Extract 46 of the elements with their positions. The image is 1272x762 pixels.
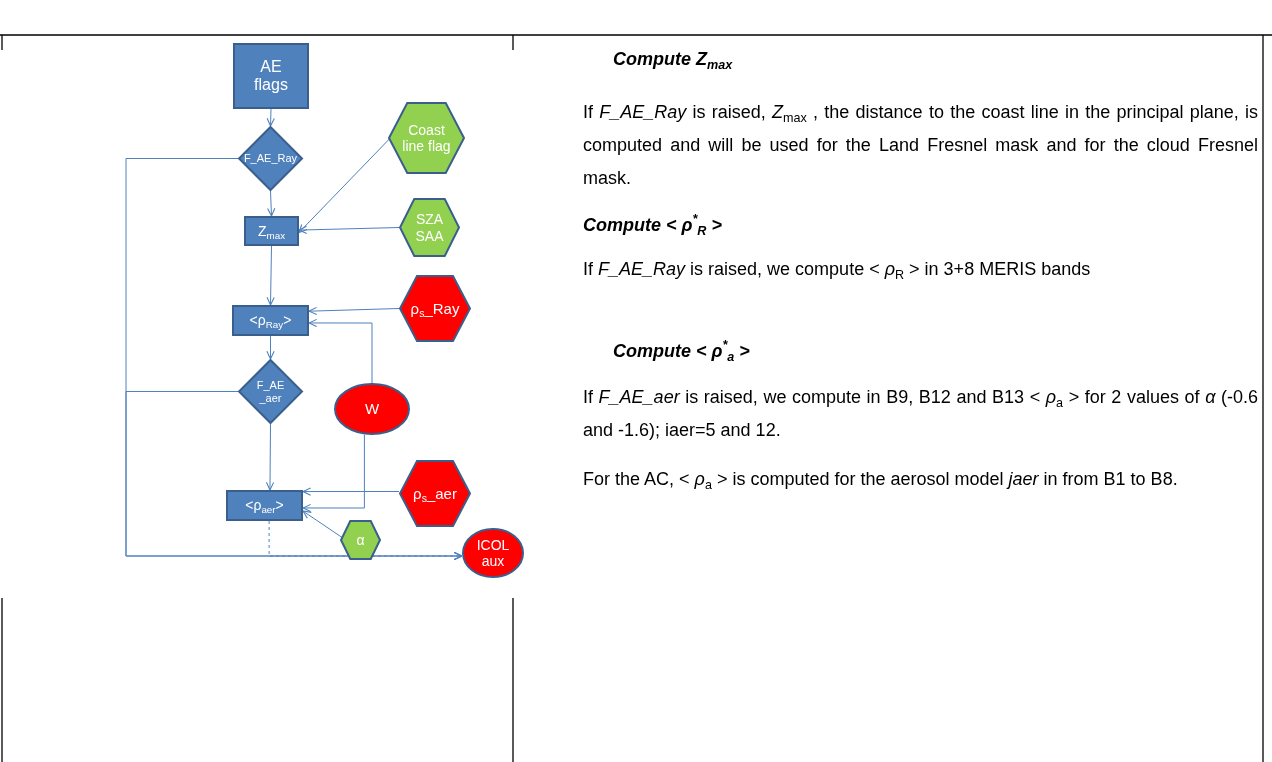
node-label: SZA SAA	[414, 211, 445, 244]
decision-diamond	[238, 359, 303, 424]
arrow	[302, 487, 400, 496]
node-label: ICOL aux	[475, 536, 511, 570]
input-hexagon	[399, 275, 471, 342]
arrow	[298, 137, 391, 234]
data-ellipse	[462, 528, 524, 578]
arrow	[265, 423, 275, 491]
section-heading: Compute < ρ$^{*}$$_{a}$ >	[613, 337, 751, 366]
arrow	[266, 245, 275, 306]
node-label: Z$_{max}$	[256, 222, 287, 240]
input-hexagon	[399, 198, 460, 257]
data-ellipse	[334, 383, 410, 435]
paragraph: If F_AE_aer is raised, we compute in B9, B12 and B13 < ρ$_{a}$ > for 2 values of α (-0.6 and -1.6); iaer=5 and 12.	[583, 386, 1258, 442]
node-label: AE flags	[253, 57, 289, 95]
arrow	[302, 510, 344, 539]
paragraph: For the AC, < ρ$_{a}$ > is computed for the aerosol model jaer in from B1 to B8.	[583, 468, 1179, 494]
node-label: F_AE _aer	[255, 378, 286, 405]
process-box	[226, 490, 303, 521]
node-label: ρ$_{s}$_aer	[412, 484, 458, 503]
input-hexagon	[388, 102, 465, 174]
arrow	[268, 520, 463, 561]
node-label: Coast line flag	[401, 121, 452, 155]
node-label: <ρ$_{Ray}$>	[248, 312, 293, 329]
paragraph: If F_AE_Ray is raised, Z$_{max}$ , the distance to the coast line in the principal plane, is computed and will be used for the Land Fresnel mask and for the cloud Fresnel mask.	[583, 101, 1258, 190]
arrow	[308, 306, 400, 316]
node-label: W	[363, 400, 381, 418]
process-box	[233, 43, 309, 109]
decision-diamond	[238, 126, 303, 191]
input-hexagon	[399, 460, 471, 527]
node-label: F_AE_Ray	[242, 152, 299, 165]
process-box	[232, 305, 309, 336]
arrow	[267, 190, 276, 217]
arrow	[298, 225, 400, 235]
node-label: α	[355, 531, 366, 549]
arrow	[302, 434, 365, 513]
input-hexagon	[340, 520, 381, 560]
section-heading: Compute Z$_{max}$	[613, 48, 734, 74]
section-heading: Compute < ρ$^{*}$$_{R}$ >	[583, 211, 723, 240]
arrow	[266, 335, 275, 360]
node-label: ρ$_{s}$_Ray	[409, 299, 461, 318]
arrow	[308, 318, 373, 384]
process-box	[244, 216, 299, 246]
node-label: <ρ$_{aer}$>	[244, 497, 285, 514]
arrow	[266, 108, 275, 127]
paragraph: If F_AE_Ray is raised, we compute < ρ$_{R}$ > in 3+8 MERIS bands	[583, 258, 1092, 284]
